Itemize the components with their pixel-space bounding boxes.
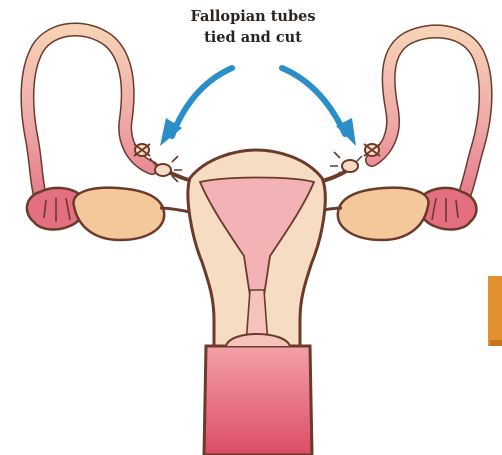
- pointer-arrows: [160, 68, 356, 146]
- annotation-line-2: tied and cut: [204, 29, 302, 46]
- edge-mark: [488, 276, 502, 346]
- vagina: [204, 334, 312, 455]
- right-ovary: [312, 188, 428, 240]
- uterus: [188, 150, 325, 352]
- annotation-line-1: Fallopian tubes: [191, 8, 316, 25]
- left-ovary: [74, 188, 190, 240]
- right-pointer-arrow: [282, 68, 345, 134]
- left-pointer-arrow: [172, 68, 232, 136]
- annotation-label: Fallopian tubes tied and cut: [191, 8, 316, 46]
- right-fallopian-tube: [318, 31, 486, 196]
